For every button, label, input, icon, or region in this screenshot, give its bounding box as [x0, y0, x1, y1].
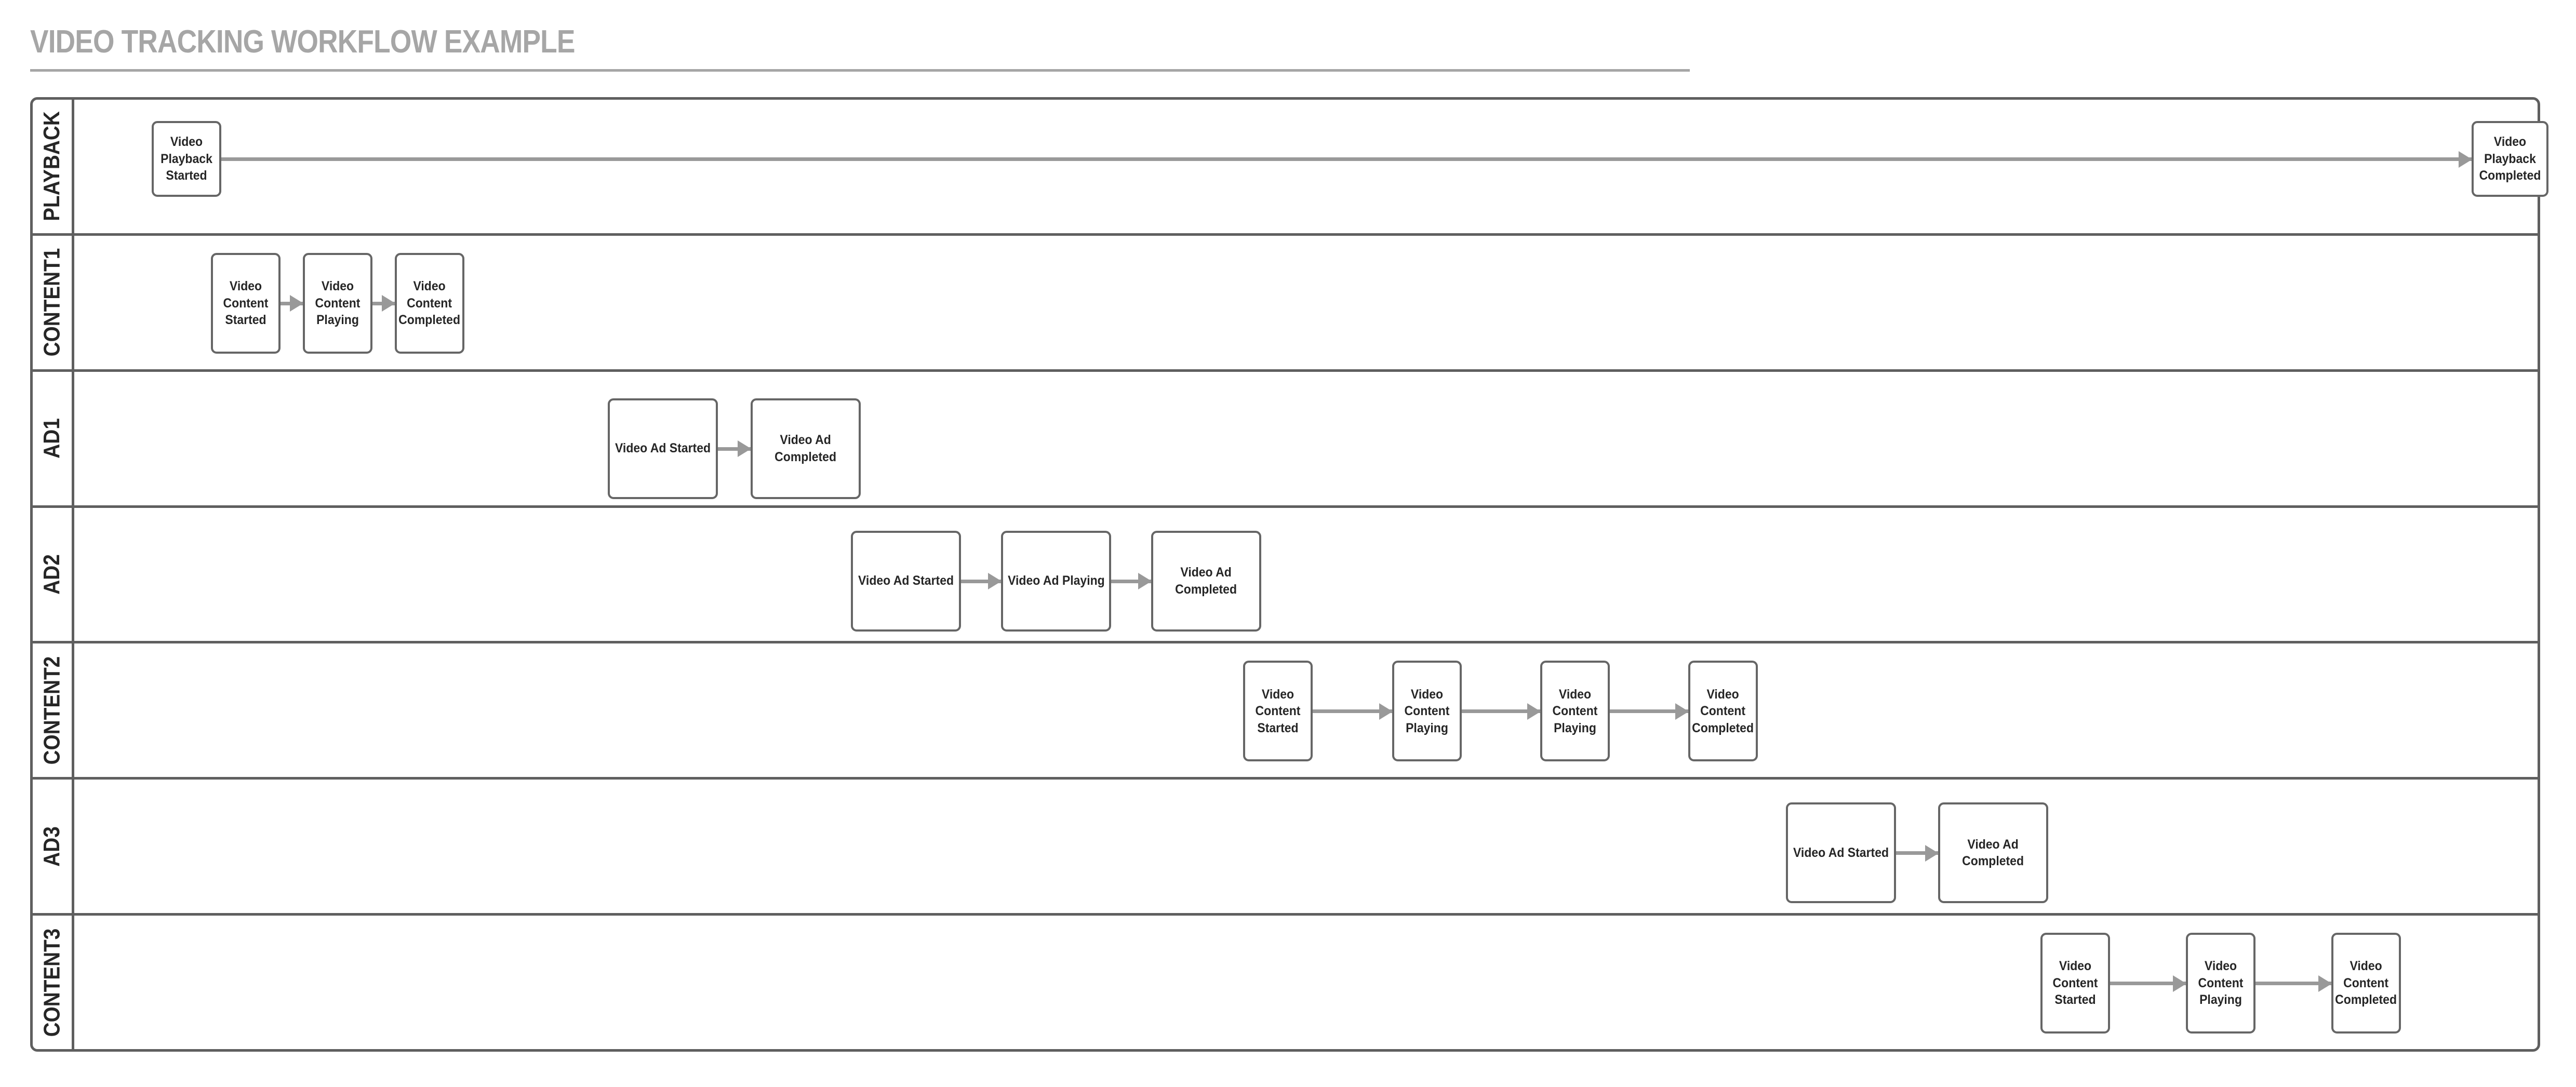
flow-node-label: Video Content Completed	[2335, 959, 2397, 1008]
flow-node[interactable]: Video Ad Completed	[751, 398, 861, 499]
flow-arrow	[281, 301, 303, 305]
lane-label-content1: CONTENT1	[39, 248, 65, 357]
flow-node[interactable]: Video Content Playing	[1540, 661, 1610, 762]
lane-label-content2: CONTENT2	[39, 656, 65, 765]
flow-node-label: Video Content Playing	[315, 279, 361, 328]
swimlane-ad3: AD3 Video Ad Started Video Ad Completed	[33, 777, 2538, 914]
flow-node-label: Video Ad Completed	[1175, 565, 1237, 597]
lane-header-ad1[interactable]: AD1	[33, 371, 74, 505]
lane-body-ad3: Video Ad Started Video Ad Completed	[77, 780, 2538, 913]
flow-node-label: Video Playback Completed	[2479, 135, 2541, 183]
lane-header-playback[interactable]: PLAYBACK	[33, 100, 74, 233]
flow-node[interactable]: Video Content Completed	[1688, 661, 1758, 762]
lane-body-ad1: Video Ad Started Video Ad Completed	[77, 372, 2538, 505]
flow-node[interactable]: Video Content Started	[1243, 661, 1313, 762]
flow-node[interactable]: Video Playback Started	[152, 121, 221, 197]
flow-node-label: Video Content Started	[2052, 959, 2098, 1008]
flow-node[interactable]: Video Ad Completed	[1938, 802, 2048, 904]
flow-arrow	[1610, 709, 1688, 714]
flow-node-label: Video Content Playing	[2198, 959, 2244, 1008]
lane-header-content3[interactable]: CONTENT3	[33, 916, 74, 1049]
page-title: VIDEO TRACKING WORKFLOW EXAMPLE	[30, 24, 575, 60]
flow-arrow	[221, 157, 2472, 161]
flow-arrow	[718, 447, 751, 451]
lane-body-content1: Video Content Started Video Content Playi…	[77, 236, 2538, 369]
flow-arrow	[1462, 709, 1540, 714]
flow-node[interactable]: Video Content Playing	[1392, 661, 1462, 762]
flow-arrow	[1111, 579, 1151, 583]
flow-arrow	[2110, 982, 2186, 986]
flow-node-label: Video Content Playing	[1404, 687, 1450, 735]
flow-arrow	[1896, 851, 1938, 855]
flow-arrow	[372, 301, 395, 305]
flow-node[interactable]: Video Ad Started	[1786, 802, 1896, 904]
title-divider	[30, 69, 1690, 72]
flow-node[interactable]: Video Content Playing	[2186, 933, 2255, 1034]
lane-header-ad3[interactable]: AD3	[33, 780, 74, 914]
lane-body-content2: Video Content Started Video Content Playi…	[77, 643, 2538, 777]
flow-node[interactable]: Video Ad Completed	[1151, 530, 1261, 632]
flow-node[interactable]: Video Content Playing	[303, 252, 372, 354]
flow-node[interactable]: Video Ad Started	[608, 398, 718, 499]
flow-node[interactable]: Video Content Completed	[395, 252, 464, 354]
flow-arrow	[2255, 982, 2331, 986]
flow-node-label: Video Content Started	[1255, 687, 1301, 735]
lane-header-ad2[interactable]: AD2	[33, 507, 74, 641]
flow-arrow	[961, 579, 1001, 583]
flow-node-label: Video Playback Started	[161, 135, 212, 183]
flow-node[interactable]: Video Playback Completed	[2472, 121, 2548, 197]
flow-node-label: Video Content Completed	[398, 279, 461, 328]
flow-node[interactable]: Video Ad Started	[851, 530, 961, 632]
flow-node-label: Video Ad Started	[1793, 846, 1889, 861]
flow-node-label: Video Ad Completed	[1962, 837, 2024, 869]
lane-header-content1[interactable]: CONTENT1	[33, 235, 74, 369]
lane-body-playback: Video Playback Started Video Playback Com…	[77, 100, 2548, 233]
flow-node[interactable]: Video Content Started	[2040, 933, 2110, 1034]
lane-header-content2[interactable]: CONTENT2	[33, 643, 74, 777]
flow-node-label: Video Ad Started	[615, 441, 711, 456]
lane-label-content3: CONTENT3	[39, 928, 65, 1037]
flow-node[interactable]: Video Content Completed	[2331, 933, 2401, 1034]
lane-label-playback: PLAYBACK	[39, 111, 65, 222]
lane-label-ad1: AD1	[39, 418, 65, 459]
lane-label-ad3: AD3	[39, 826, 65, 867]
lane-body-ad2: Video Ad Started Video Ad Playing Video Ad…	[77, 508, 2538, 641]
flow-node-label: Video Ad Started	[858, 573, 954, 588]
lane-label-ad2: AD2	[39, 554, 65, 595]
flow-arrow	[1313, 709, 1392, 714]
flow-node[interactable]: Video Content Started	[211, 252, 281, 354]
flow-node[interactable]: Video Ad Playing	[1001, 530, 1111, 632]
flow-node-label: Video Ad Completed	[775, 433, 837, 464]
flow-node-label: Video Content Started	[223, 279, 269, 328]
flow-node-label: Video Content Playing	[1552, 687, 1598, 735]
lane-body-content3: Video Content Started Video Content Playi…	[77, 916, 2538, 1049]
flow-node-label: Video Ad Playing	[1007, 573, 1105, 588]
flow-node-label: Video Content Completed	[1692, 687, 1754, 735]
